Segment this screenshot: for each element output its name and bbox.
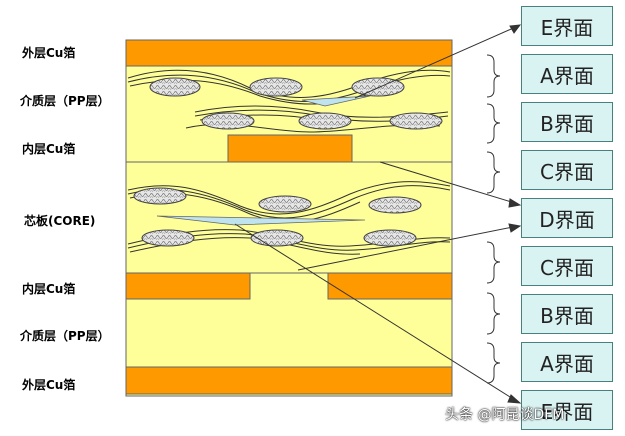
inner-cu-bottom-left: [125, 272, 251, 300]
interface-box-e-top: E界面: [521, 6, 613, 46]
glass-bundle: [298, 112, 352, 130]
label-outer-cu-bottom: 外层Cu箔: [22, 378, 76, 392]
label-outer-cu-top: 外层Cu箔: [22, 46, 76, 60]
glass-bundle: [258, 195, 312, 213]
interface-box-d: D界面: [521, 198, 613, 238]
interface-arrows: [234, 24, 522, 404]
glass-bundle: [133, 187, 187, 205]
watermark: 头条 @阿昆谈DFM: [445, 407, 565, 423]
label-core: 芯板(CORE): [24, 214, 96, 228]
label-pp-top: 介质层（PP层）: [20, 94, 110, 108]
inner-cu-top: [227, 134, 353, 163]
glass-bundle: [249, 77, 303, 97]
label-pp-bottom: 介质层（PP层）: [20, 329, 110, 343]
interface-box-c-top: C界面: [521, 150, 613, 190]
glass-bundle: [250, 229, 304, 247]
interface-box-c-bottom: C界面: [521, 246, 613, 286]
label-inner-cu-bottom: 内层Cu箔: [22, 282, 76, 296]
glass-bundle: [149, 77, 201, 97]
void-defect: [156, 215, 366, 226]
glass-bundle: [201, 112, 255, 130]
outer-cu-bottom: [125, 366, 453, 395]
outer-cu-top: [125, 39, 453, 67]
glass-bundle: [389, 112, 443, 130]
glass-bundle: [368, 196, 422, 214]
interface-box-a-top: A界面: [521, 54, 613, 94]
interface-box-b-top: B界面: [521, 102, 613, 142]
label-inner-cu-top: 内层Cu箔: [22, 142, 76, 156]
interface-box-e-bottom: E界面: [521, 390, 613, 430]
glass-bundle: [363, 229, 417, 247]
glass-bundle: [141, 229, 195, 247]
glass-bundle: [351, 77, 405, 97]
interface-box-b-bottom: B界面: [521, 294, 613, 334]
void-defect: [301, 95, 371, 107]
interface-box-a-bottom: A界面: [521, 342, 613, 382]
interface-braces: [486, 54, 501, 384]
inner-cu-bottom-right: [327, 272, 453, 300]
